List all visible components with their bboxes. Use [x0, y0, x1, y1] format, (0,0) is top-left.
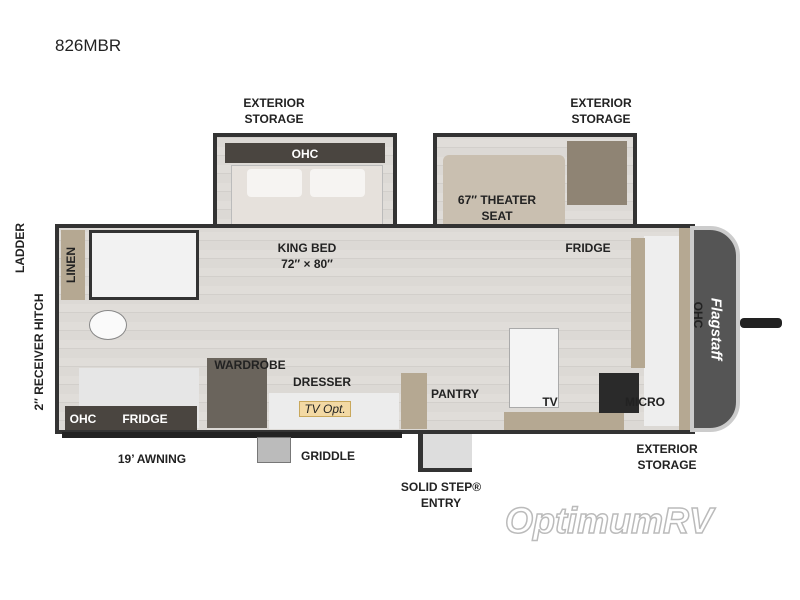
- awning-rail: [62, 432, 402, 438]
- hitch-jack: [740, 318, 782, 328]
- label-exterior-storage: EXTERIOR STORAGE: [243, 96, 305, 126]
- label-ohc: OHC: [291, 147, 319, 161]
- watermark: OptimumRV: [504, 499, 714, 542]
- fridge: [567, 141, 627, 205]
- label-ohc-front: OHC: [691, 301, 705, 329]
- stove: [599, 373, 639, 413]
- tv-cabinet: [504, 412, 624, 430]
- theater-seat: [443, 155, 565, 229]
- rear-cabinets: [65, 406, 197, 430]
- pillow: [310, 169, 365, 197]
- label-pantry: PANTRY: [431, 387, 479, 401]
- label-fridge: FRIDGE: [565, 241, 611, 255]
- label-tv-opt: TV Opt.: [304, 402, 346, 416]
- fridge-cabinet: [631, 238, 645, 368]
- label-wardrobe: WARDROBE: [214, 358, 286, 372]
- label-linen: LINEN: [64, 247, 78, 283]
- kitchen-counter: [644, 236, 682, 426]
- label-fridge-rear: FRIDGE: [122, 412, 168, 426]
- label-tv: TV: [542, 395, 558, 409]
- shower: [89, 230, 199, 300]
- label-micro: MICRO: [625, 395, 665, 409]
- label-awning: 19’ AWNING: [117, 452, 187, 466]
- label-entry: SOLID STEP® ENTRY: [400, 480, 482, 510]
- label-king-bed-size: 72″ × 80″: [281, 257, 333, 271]
- tv-opt-tag: [299, 401, 351, 417]
- toilet: [89, 310, 127, 340]
- kitchen-island: [509, 328, 559, 408]
- label-griddle: GRIDDLE: [301, 449, 355, 463]
- wardrobe: [207, 358, 267, 428]
- label-king-bed: KING BED: [277, 241, 337, 255]
- griddle: [257, 437, 291, 463]
- front-cabinets: [679, 228, 691, 430]
- label-dresser: DRESSER: [292, 375, 352, 389]
- label-ohc-rear: OHC: [69, 412, 97, 426]
- brand-logo: Flagstaff: [707, 297, 725, 361]
- entry-step: [418, 434, 472, 472]
- main-body: [55, 224, 695, 434]
- front-cap: [690, 226, 740, 432]
- pantry: [401, 373, 427, 429]
- model-title: 826MBR: [55, 36, 122, 55]
- label-ladder: LADDER: [13, 223, 27, 273]
- living-slideout: [433, 133, 637, 233]
- label-exterior-storage: EXTERIOR STORAGE: [570, 96, 632, 126]
- label-exterior-storage: EXTERIOR STORAGE: [636, 442, 698, 472]
- overhead-cabinet: [225, 143, 385, 163]
- linen-cabinet: [61, 230, 85, 300]
- label-receiver-hitch: 2″ RECEIVER HITCH: [32, 293, 46, 411]
- pillow: [247, 169, 302, 197]
- label-theater-seat: 67″ THEATER SEAT: [457, 193, 537, 223]
